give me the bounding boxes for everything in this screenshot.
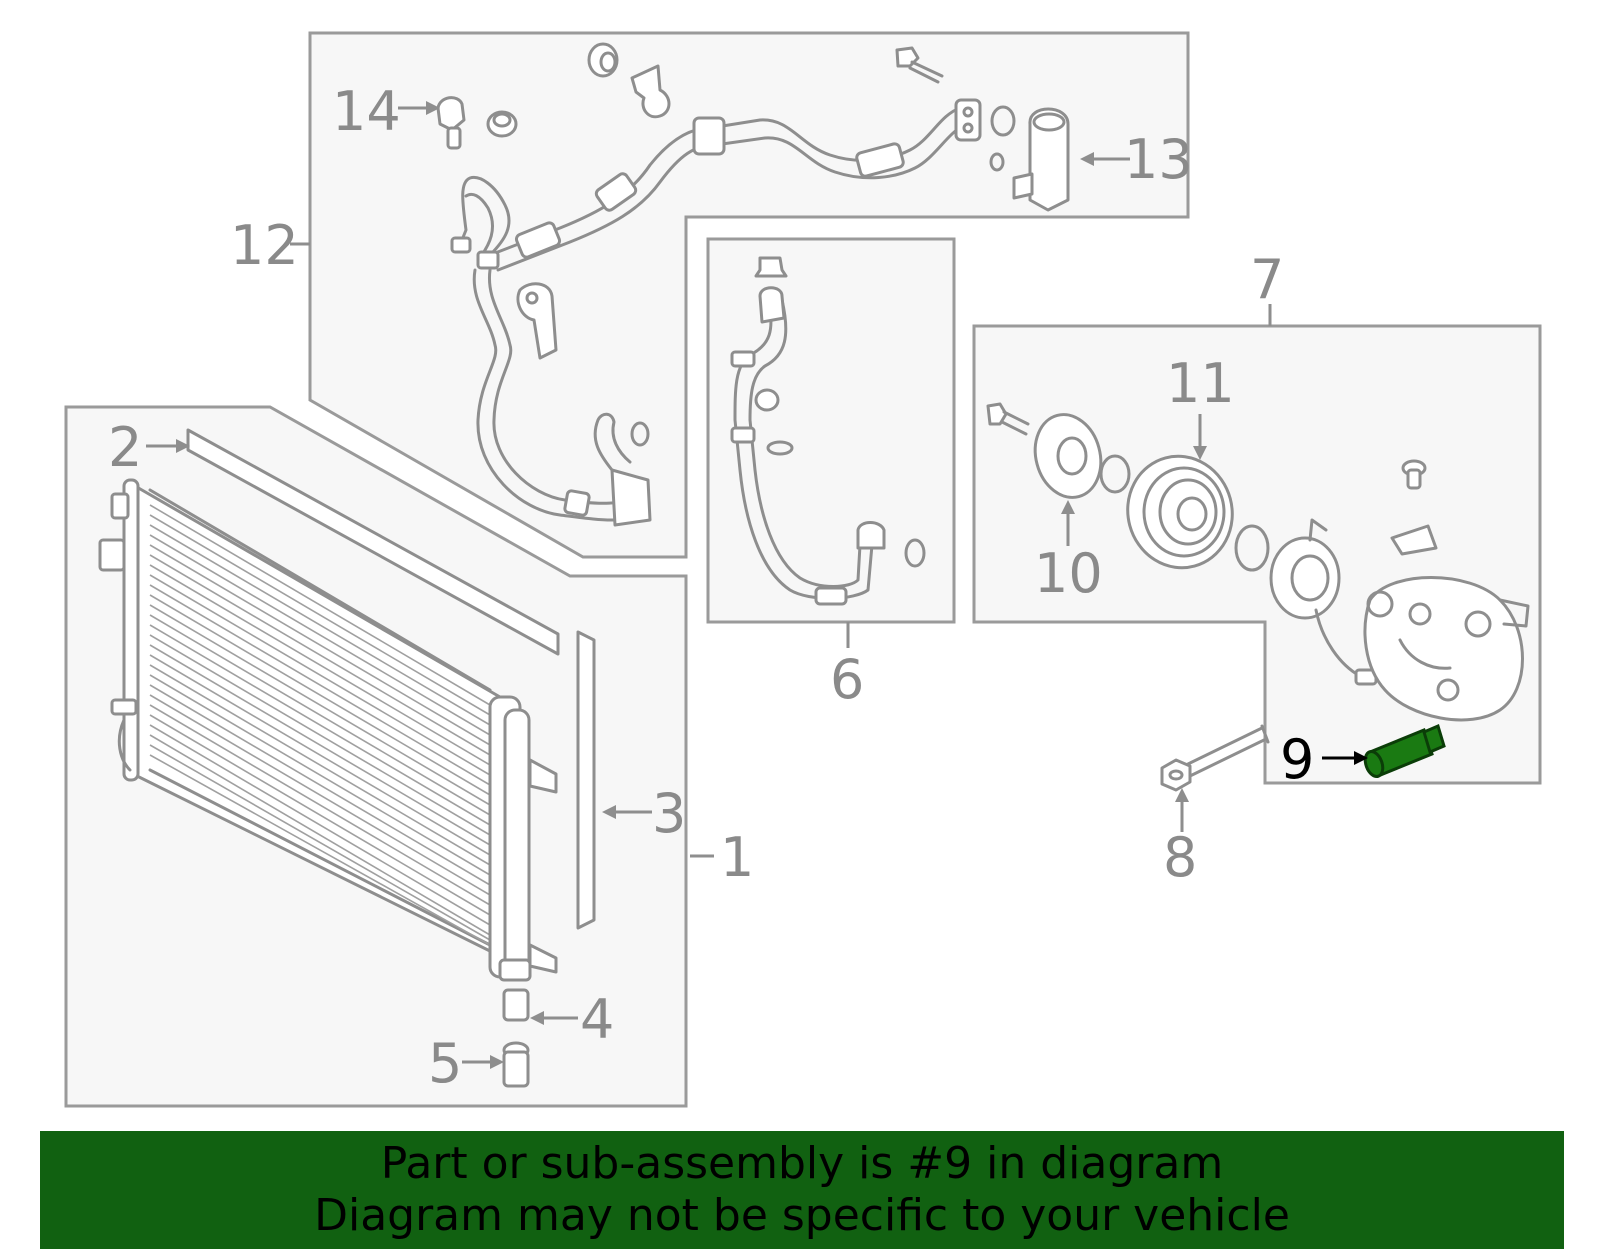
info-banner: Part or sub-assembly is #9 in diagram Di…: [40, 1131, 1564, 1249]
callout-8: 8: [1163, 826, 1197, 889]
clamp-top: [630, 64, 671, 119]
bolt-top: [895, 46, 944, 84]
bracket-clip: [516, 282, 558, 360]
callout-14: 14: [332, 80, 401, 143]
field-coil: [1269, 518, 1378, 686]
clutch-plate-10: [1033, 413, 1103, 499]
callout-5: 5: [428, 1032, 462, 1095]
pulley-11: [1126, 454, 1234, 570]
plug-5: [502, 1041, 530, 1088]
o-ring-small: [630, 105, 1016, 447]
callout-10: 10: [1034, 542, 1103, 605]
leader-lines: [146, 101, 1368, 1069]
banner-line-disclaimer: Diagram may not be specific to your vehi…: [314, 1190, 1290, 1241]
seal-strip-2: [186, 428, 560, 656]
bolt-7: [986, 402, 1030, 436]
pressure-switch-9: [1363, 723, 1446, 779]
group-box-12: [308, 31, 1190, 559]
shim-ring: [1099, 454, 1131, 494]
expansion-valve-13: [1012, 107, 1070, 212]
banner-line-part: Part or sub-assembly is #9 in diagram: [380, 1138, 1224, 1189]
callout-6: 6: [830, 648, 864, 711]
liquid-line-assembly: [730, 256, 926, 606]
callout-12: 12: [230, 214, 299, 277]
receiver-drier-4: [488, 695, 558, 1022]
grommet-14: [486, 110, 518, 138]
seal-strip-3: [576, 630, 596, 930]
callout-labels: 1 2 3 4 5 6 7 8 9 10 11 12 13 14: [108, 80, 1314, 1095]
suction-line-assembly: [472, 268, 652, 527]
discharge-line-assembly: [488, 98, 982, 272]
callout-3: 3: [652, 782, 686, 845]
bracket-7: [1390, 524, 1438, 556]
callout-7: 7: [1250, 248, 1284, 311]
snap-ring: [1234, 524, 1270, 572]
pressure-sensor-14: [436, 96, 466, 150]
compressor-body: [1363, 576, 1530, 722]
callout-1: 1: [720, 826, 754, 889]
callout-4: 4: [580, 988, 614, 1051]
bolt-8: [1160, 724, 1270, 792]
callout-2: 2: [108, 416, 142, 479]
grommet-top: [587, 42, 619, 78]
callout-9: 9: [1280, 728, 1314, 791]
callout-11: 11: [1166, 352, 1235, 415]
pin-7: [1401, 459, 1427, 490]
condenser-1: [98, 478, 502, 958]
hose-pressure-line: [450, 175, 511, 270]
callout-13: 13: [1124, 128, 1193, 191]
